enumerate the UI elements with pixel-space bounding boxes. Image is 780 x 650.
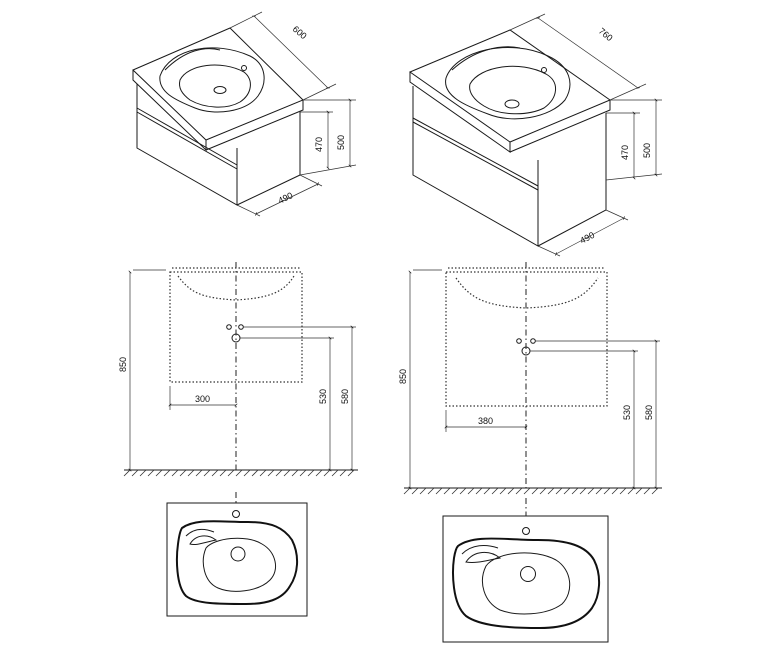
large-front-height-a-label: 530 — [622, 405, 632, 420]
large-cabinet-isometric — [408, 13, 663, 257]
small-front-total-height-label: 850 — [118, 357, 128, 372]
large-iso-height-b-label: 500 — [642, 143, 652, 158]
small-front-height-b-label: 580 — [340, 389, 350, 404]
large-top-view — [442, 498, 609, 643]
large-iso-depth-label: 490 — [578, 230, 596, 246]
large-front-height-b-label: 580 — [644, 405, 654, 420]
small-cabinet-isometric — [132, 11, 357, 217]
large-front-elevation — [403, 262, 662, 495]
small-iso-height-b-label: 500 — [336, 135, 346, 150]
large-iso-height-a-label: 470 — [620, 145, 630, 160]
large-iso-width-label: 760 — [597, 26, 615, 43]
small-top-view — [166, 492, 308, 617]
large-front-total-height-label: 850 — [398, 369, 408, 384]
small-iso-height-a-label: 470 — [314, 137, 324, 152]
small-front-offset-label: 300 — [195, 394, 210, 404]
small-front-elevation — [123, 262, 358, 477]
small-front-height-a-label: 530 — [318, 389, 328, 404]
small-iso-width-label: 600 — [291, 24, 309, 41]
small-iso-depth-label: 490 — [276, 190, 294, 206]
large-front-offset-label: 380 — [478, 416, 493, 426]
